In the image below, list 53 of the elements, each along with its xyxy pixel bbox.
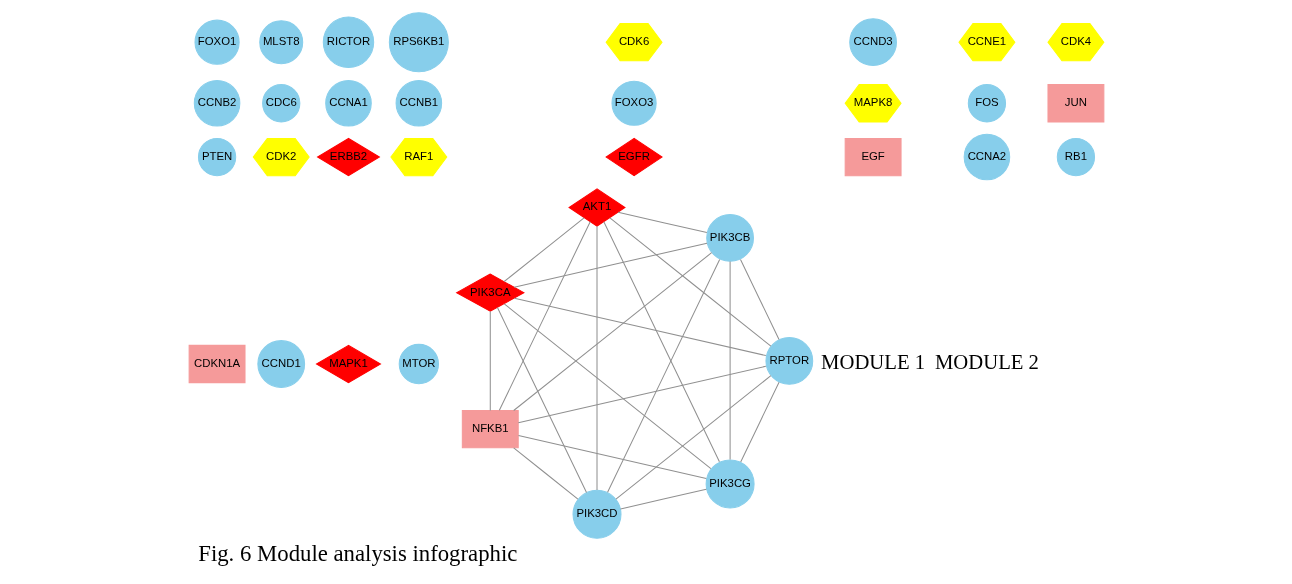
node-circle: RPTOR bbox=[764, 337, 813, 385]
node-diamond: PIK3CA bbox=[455, 273, 525, 312]
node-circle: PIK3CD bbox=[572, 489, 621, 539]
connector bbox=[617, 211, 707, 234]
connector bbox=[496, 307, 587, 493]
node-circle: PTEN bbox=[197, 137, 236, 177]
node-circle: FOXO3 bbox=[611, 80, 657, 126]
connector bbox=[614, 375, 771, 500]
node-diamond: ERBB2 bbox=[316, 137, 380, 177]
connector bbox=[503, 303, 711, 470]
node-circle: CCNA2 bbox=[963, 133, 1010, 181]
node-circle: FOS bbox=[967, 84, 1006, 123]
connector bbox=[602, 221, 720, 463]
node-circle: CCNB2 bbox=[193, 79, 240, 127]
label: MODULE 1 bbox=[820, 351, 925, 374]
node-box: CDKN1A bbox=[188, 344, 246, 384]
node-diamond: AKT1 bbox=[567, 188, 626, 227]
connector bbox=[739, 259, 780, 340]
node-circle: RB1 bbox=[1056, 137, 1095, 177]
node-circle: CDC6 bbox=[261, 84, 300, 123]
node-box: NFKB1 bbox=[461, 410, 519, 449]
node-diamond: MAPK1 bbox=[315, 344, 381, 384]
node-circle: CCND3 bbox=[848, 18, 897, 67]
node-circle: RICTOR bbox=[322, 16, 374, 68]
node-box: EGF bbox=[844, 137, 902, 177]
connector bbox=[517, 435, 707, 479]
connector bbox=[729, 261, 731, 460]
node-circle: CCND1 bbox=[256, 340, 305, 388]
connector bbox=[498, 221, 591, 411]
node-circle: PIK3CG bbox=[705, 459, 755, 509]
connector bbox=[619, 488, 707, 510]
label: MODULE 2 bbox=[934, 351, 1039, 374]
connector bbox=[606, 259, 720, 493]
node-circle: RPS6KB1 bbox=[388, 12, 449, 73]
node-circle: MLST8 bbox=[258, 20, 303, 65]
node-circle: FOXO1 bbox=[194, 19, 240, 65]
node-diamond: EGFR bbox=[604, 137, 663, 177]
connector bbox=[513, 297, 766, 357]
connector bbox=[489, 311, 491, 411]
connector bbox=[608, 217, 771, 347]
connector bbox=[596, 225, 598, 491]
node-circle: CCNA1 bbox=[324, 79, 372, 127]
connector bbox=[513, 242, 708, 288]
connector bbox=[517, 365, 766, 424]
connector bbox=[512, 252, 712, 411]
connector bbox=[503, 217, 585, 283]
node-circle: MTOR bbox=[398, 343, 439, 385]
connector bbox=[739, 381, 780, 463]
node-box: JUN bbox=[1046, 84, 1104, 123]
node-circle: CCNB1 bbox=[395, 79, 442, 127]
connector bbox=[512, 447, 578, 500]
node-circle: PIK3CB bbox=[705, 214, 754, 262]
caption: Fig. 6 Module analysis infographic bbox=[197, 540, 517, 566]
